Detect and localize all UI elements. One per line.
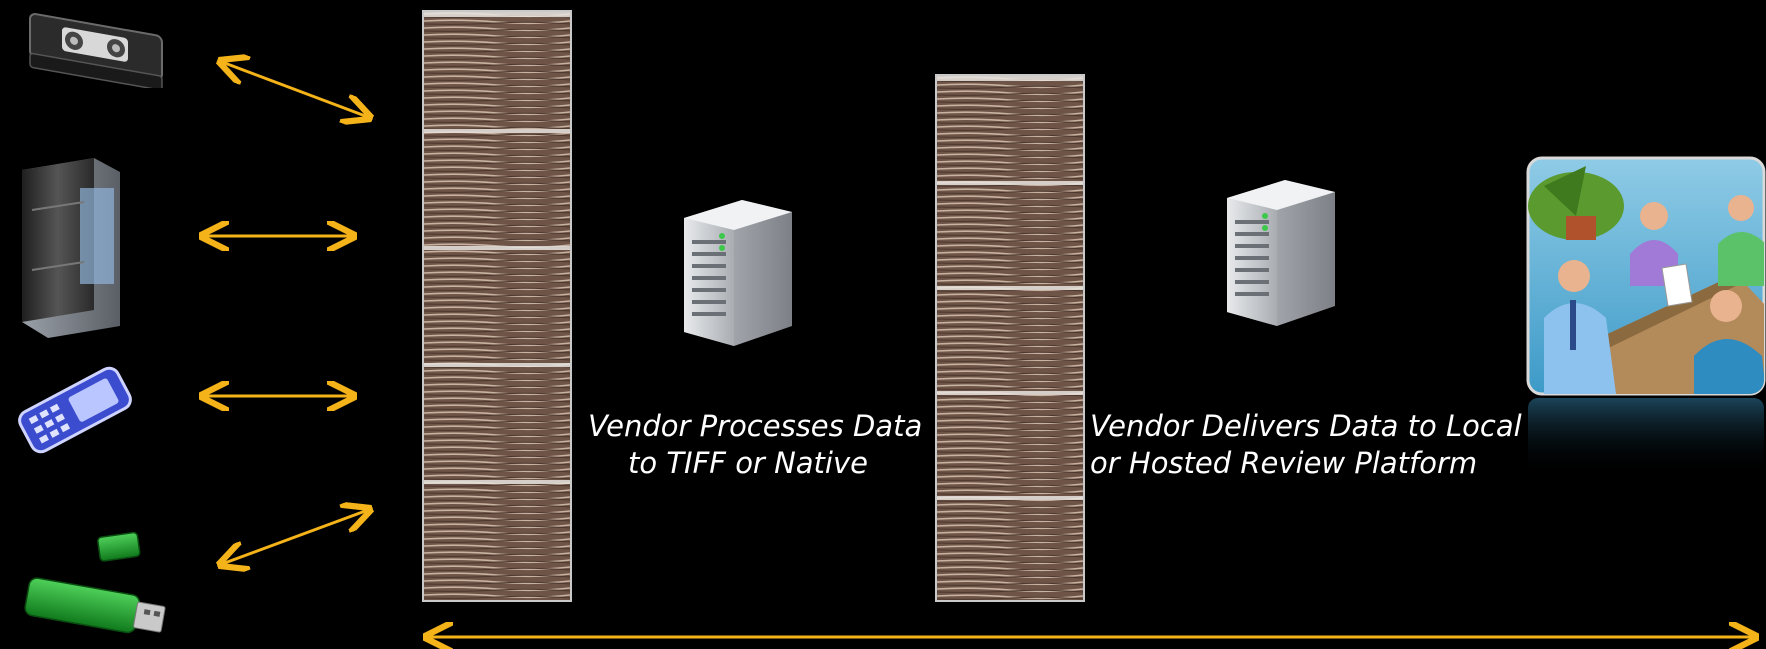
paper-stack-icon [422,10,572,602]
server-icon [684,200,792,346]
meeting-illustration-icon [1526,156,1766,474]
deliver-caption-line2: or Hosted Review Platform [1090,446,1478,480]
mobile-phone-icon [18,366,132,454]
process-caption-line1: Vendor Processes Data [588,409,923,443]
process-caption-line2: to TIFF or Native [628,446,868,480]
paper-stack-graphic [937,76,1083,600]
videotape-icon [29,13,163,88]
deliver-caption: Vendor Delivers Data to Local or Hosted … [1090,408,1522,482]
paper-stack-graphic [424,12,570,600]
usb-drive-icon [24,531,166,634]
arrow-usb-to-stack [222,510,368,564]
server-icon [1227,180,1335,326]
process-caption: Vendor Processes Data to TIFF or Native [588,408,923,482]
deliver-caption-line1: Vendor Delivers Data to Local [1090,409,1522,443]
arrow-tape-to-stack [222,62,368,117]
paper-stack-icon [935,74,1085,602]
server-tower-icon [22,158,120,338]
